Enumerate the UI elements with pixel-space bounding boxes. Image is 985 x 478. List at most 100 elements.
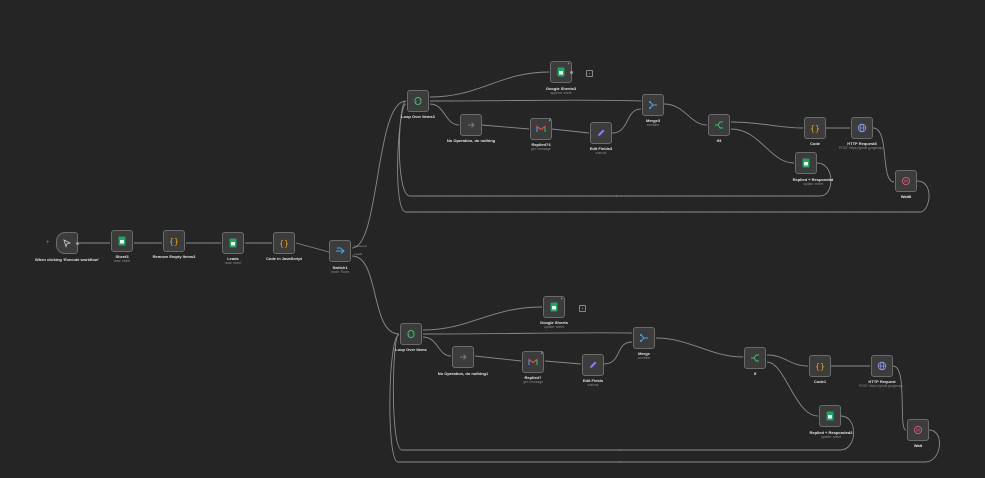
globe-icon xyxy=(877,361,887,371)
google-sheets-icon xyxy=(826,411,834,421)
node-subtitle: mode: Rules xyxy=(330,270,350,274)
node-label: Merge xyxy=(638,351,650,356)
node-subtitle: get: message xyxy=(531,147,551,151)
switch-icon xyxy=(336,247,345,254)
pencil-icon xyxy=(598,129,605,136)
gmail-icon xyxy=(536,125,546,132)
node-label: Google Sheets3 xyxy=(545,86,577,91)
node-subtitle: append: sheet xyxy=(550,91,572,95)
merge-icon xyxy=(640,334,648,342)
node-no-operation1[interactable] xyxy=(452,346,474,368)
node-label: When clicking ‘Execute workflow’ xyxy=(34,257,99,262)
node-sheet3[interactable] xyxy=(111,230,133,252)
code-braces-icon: {} xyxy=(810,123,820,133)
node-replied3[interactable]: 2 xyxy=(530,118,552,140)
node-replied-responded2[interactable] xyxy=(819,405,841,427)
node-label: If xyxy=(753,371,757,376)
google-sheets-icon xyxy=(802,158,810,168)
node-leads[interactable] xyxy=(222,232,244,254)
node-label: Code xyxy=(810,141,820,146)
node-code-in-javascript[interactable]: {} xyxy=(273,232,295,254)
arrow-right-icon xyxy=(468,122,475,128)
node-merge3[interactable] xyxy=(642,94,664,116)
node-loop-over-items3[interactable] xyxy=(407,90,429,112)
node-label: Loop Over Items xyxy=(395,347,427,352)
node-edit-fields3[interactable] xyxy=(590,122,612,144)
pencil-icon xyxy=(590,361,597,368)
node-subtitle: read: sheet xyxy=(224,261,242,265)
node-subtitle: manual xyxy=(587,383,599,387)
node-wait8[interactable] xyxy=(895,170,917,192)
node-subtitle: manual xyxy=(595,151,607,155)
merge-icon xyxy=(649,101,657,109)
node-replied[interactable]: 2 xyxy=(522,351,544,373)
output-port[interactable] xyxy=(570,71,573,74)
google-sheets-icon xyxy=(550,302,558,312)
node-label: HTTP Request xyxy=(868,379,896,384)
node-subtitle: POST: https://gmail.googleapi... xyxy=(858,384,906,388)
google-sheets-icon xyxy=(118,236,126,246)
switch-output-label: Follow-up xyxy=(354,244,368,248)
code-braces-icon: {} xyxy=(279,238,289,248)
node-http-request8[interactable] xyxy=(851,117,873,139)
node-http-request[interactable] xyxy=(871,355,893,377)
plus-badge-icon: + xyxy=(567,61,570,66)
add-node-button[interactable]: + xyxy=(586,70,593,77)
node-if3[interactable] xyxy=(708,114,730,136)
add-node-button[interactable]: + xyxy=(579,305,586,312)
node-google-sheets3[interactable]: + xyxy=(550,61,573,83)
node-label: No Operation, do nothing xyxy=(446,138,496,143)
node-label: Sheet3 xyxy=(115,254,129,259)
node-subtitle: combine xyxy=(646,123,660,127)
node-no-operation[interactable] xyxy=(460,114,482,136)
node-label: No Operation, do nothing1 xyxy=(437,371,489,376)
pause-icon xyxy=(901,176,911,186)
node-subtitle: update: sheet xyxy=(544,325,564,329)
globe-icon xyxy=(857,123,867,133)
node-replied-responded[interactable] xyxy=(795,152,817,174)
node-label: Code in JavaScript xyxy=(265,256,302,261)
node-label: Replied + Responded xyxy=(792,177,834,182)
node-label: If3 xyxy=(716,138,722,143)
loop-icon xyxy=(407,329,415,339)
arrow-right-icon xyxy=(460,354,467,360)
output-port[interactable] xyxy=(76,242,79,245)
code-braces-icon: {} xyxy=(815,361,825,371)
node-subtitle: read: sheet xyxy=(113,259,131,263)
node-label: Loop Over Items3 xyxy=(401,114,435,119)
node-subtitle: get: message xyxy=(523,380,543,384)
node-label: Leads xyxy=(227,256,239,261)
node-subtitle: update: sheet xyxy=(803,182,823,186)
node-code[interactable]: {} xyxy=(804,117,826,139)
trigger-add-icon[interactable]: + xyxy=(46,240,50,246)
node-label: Merge3 xyxy=(645,118,660,123)
node-label: HTTP Request8 xyxy=(847,141,877,146)
node-merge[interactable] xyxy=(633,327,655,349)
code-braces-icon: {} xyxy=(169,236,179,246)
node-label: Replied + Responded2 xyxy=(809,430,853,435)
node-subtitle: POST: https://gmail.googleapi... xyxy=(838,146,886,150)
node-label: Replied? xyxy=(524,375,542,380)
node-wait[interactable] xyxy=(907,419,929,441)
node-label: Remove Empty Items3 xyxy=(152,254,196,259)
if-icon xyxy=(751,354,759,362)
google-sheets-icon xyxy=(229,238,237,248)
count-badge: 2 xyxy=(540,350,543,355)
node-loop-over-items[interactable] xyxy=(400,323,422,345)
node-manual-trigger[interactable] xyxy=(56,232,79,254)
node-label: Switch1 xyxy=(332,265,348,270)
switch-output-label: Leads xyxy=(354,252,363,256)
node-subtitle: update: sheet xyxy=(821,435,841,439)
node-code1[interactable]: {} xyxy=(809,355,831,377)
node-edit-fields[interactable] xyxy=(582,354,604,376)
cursor-click-icon xyxy=(63,239,72,248)
node-remove-empty-items3[interactable]: {} xyxy=(163,230,185,252)
node-label: Replied?3 xyxy=(531,142,551,147)
node-switch1[interactable] xyxy=(329,240,351,262)
node-google-sheets[interactable]: + xyxy=(543,296,565,318)
node-if[interactable] xyxy=(744,347,766,369)
plus-badge-icon: + xyxy=(560,296,563,301)
node-subtitle: combine xyxy=(637,356,651,360)
loop-icon xyxy=(414,96,422,106)
